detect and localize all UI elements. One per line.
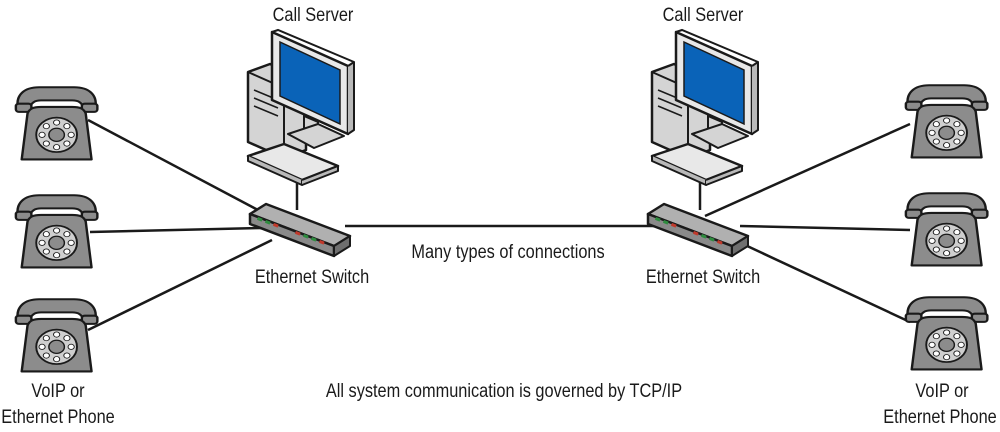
left-phone-middle-icon — [14, 194, 99, 269]
right-call-server-label: Call Server — [663, 4, 744, 25]
left-phone-top-icon — [14, 86, 99, 161]
left-call-server-icon — [246, 28, 356, 187]
link-right-phone-top — [704, 122, 911, 218]
right-ethernet-switch-icon — [646, 202, 750, 258]
connection-label: Many types of connections — [411, 241, 604, 262]
left-phone-bottom-icon — [14, 298, 99, 373]
link-left-phone-top — [87, 118, 259, 212]
left-call-server-label: Call Server — [273, 4, 354, 25]
left-phone-label-line1: VoIP or — [31, 380, 84, 401]
right-call-server-icon — [650, 28, 760, 187]
right-phone-bottom-icon — [904, 296, 989, 371]
link-left-phone-middle — [89, 226, 263, 234]
left-switch-label: Ethernet Switch — [255, 266, 369, 287]
right-phone-top-icon — [904, 84, 989, 159]
link-right-phone-bottom — [729, 236, 911, 324]
connection-lines — [87, 118, 911, 332]
right-phone-label-line2: Ethernet Phone — [883, 406, 997, 427]
right-phone-middle-icon — [904, 192, 989, 267]
left-ethernet-switch-icon — [248, 202, 352, 258]
link-left-phone-bottom — [87, 238, 273, 332]
link-right-phone-middle — [739, 224, 911, 232]
right-phone-label-line1: VoIP or — [915, 380, 968, 401]
footer-label: All system communication is governed by … — [326, 380, 682, 401]
left-phone-label-line2: Ethernet Phone — [1, 406, 115, 427]
right-switch-label: Ethernet Switch — [646, 266, 760, 287]
